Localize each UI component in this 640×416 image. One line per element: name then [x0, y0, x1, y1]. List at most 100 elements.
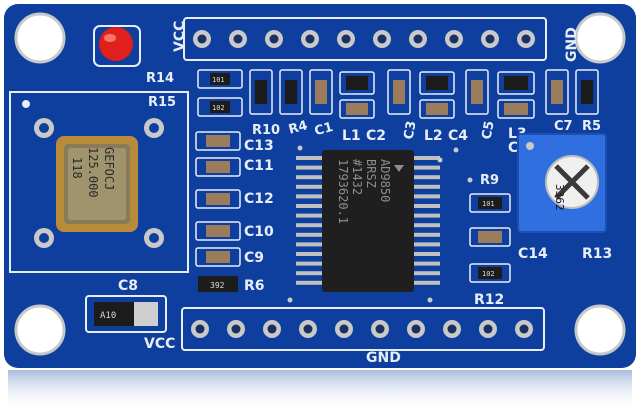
capacitor-c1	[309, 69, 333, 115]
c5-label: C5	[480, 120, 498, 141]
top-header-pin-hole-7	[413, 34, 423, 44]
bottom-header-pin-hole-4	[303, 324, 313, 334]
capacitor-c6	[497, 99, 535, 119]
r5-label: R5	[582, 119, 601, 134]
ic-pin-left-10	[296, 242, 324, 247]
capacitor-c2	[339, 99, 375, 119]
r10-label: R10	[252, 123, 280, 138]
mounting-hole-bottom-right	[574, 304, 626, 356]
ic-pin-left-2	[296, 165, 324, 170]
bottom-header-pins	[191, 320, 533, 338]
ic-pin-left-5	[296, 194, 324, 199]
chip-line-4: 1793620.1	[336, 159, 350, 224]
capacitor-c4	[419, 99, 455, 119]
ic-pin-left-14	[296, 280, 324, 285]
top-header-pin-hole-5	[341, 34, 351, 44]
svg-text:392: 392	[210, 281, 225, 290]
top-header-pin-hole-2	[233, 34, 243, 44]
ic-pin-left-3	[296, 175, 324, 180]
resistor-r14: 101	[197, 69, 243, 89]
pin1-dot	[22, 100, 30, 108]
left-cap-outline-3	[195, 189, 241, 209]
r9-label: R9	[480, 173, 499, 188]
red-led	[93, 25, 141, 67]
ic-pin-right-7	[412, 213, 440, 218]
capacitor-c7	[545, 69, 569, 115]
ic-pin-right-13	[412, 271, 440, 276]
svg-text:102: 102	[482, 270, 495, 278]
oscillator-outline	[9, 91, 189, 273]
oscillator-line-1: GEFOCJ	[102, 147, 116, 190]
resistor-r12: 102	[469, 263, 511, 283]
left-cap-body-1	[206, 135, 230, 147]
ic-pin-right-10	[412, 242, 440, 247]
resistor-r5	[575, 69, 599, 115]
diode-code: A10	[100, 311, 116, 321]
left-cap-outline-5	[195, 247, 241, 267]
left-cap-outline-1	[195, 131, 241, 151]
dds-ic-chip	[322, 150, 414, 292]
gnd-bottom-label: GND	[366, 350, 401, 366]
vcc-top-label: VCC	[172, 21, 188, 52]
c4-label: C4	[448, 128, 468, 144]
ic-pins	[296, 156, 440, 285]
top-header-pin-hole-8	[449, 34, 459, 44]
c12-label: C12	[244, 191, 274, 207]
left-cap-body-2	[206, 161, 230, 173]
resistor-r10	[249, 69, 273, 115]
resistor-r15: 102	[197, 97, 243, 117]
ic-pin-right-9	[412, 232, 440, 237]
ic-pin-left-1	[296, 156, 324, 160]
mounting-hole-top-right	[574, 12, 626, 64]
led-lens	[99, 27, 133, 61]
c1-label: C1	[313, 120, 335, 139]
top-header-pin-hole-6	[377, 34, 387, 44]
c9-label: C9	[244, 250, 264, 266]
ic-pin-right-1	[412, 156, 440, 160]
gnd-top-label: GND	[564, 27, 580, 62]
inductor-l3	[497, 71, 535, 95]
mounting-hole-bottom-left	[14, 304, 66, 356]
bottom-header-outline	[181, 307, 545, 351]
bottom-header-pin-hole-8	[447, 324, 457, 334]
ic-pin-left-12	[296, 261, 324, 266]
ic-pin-right-14	[412, 280, 440, 285]
ic-pin-left-11	[296, 252, 324, 256]
vias	[287, 145, 473, 303]
top-header-pin-hole-3	[269, 34, 279, 44]
gnd-reflection-label: GND	[366, 382, 399, 397]
bottom-header-pin-hole-6	[375, 324, 385, 334]
svg-text:102: 102	[212, 104, 225, 112]
c7-label: C7	[554, 119, 573, 134]
top-header-outline	[183, 17, 547, 61]
mounting-hole-top-left	[14, 12, 66, 64]
c11-label: C11	[244, 158, 274, 174]
ic-pin-right-12	[412, 261, 440, 266]
top-header-pins	[193, 30, 535, 48]
l2-label: L2	[424, 128, 443, 144]
ic-pin-right-8	[412, 223, 440, 228]
left-cap-outline-4	[195, 221, 241, 241]
c14-label: C14	[518, 246, 548, 262]
bottom-header-pin-hole-5	[339, 324, 349, 334]
board-reflection	[8, 370, 632, 412]
ic-pin-left-7	[296, 213, 324, 218]
resistor-r4	[279, 69, 303, 115]
svg-text:101: 101	[212, 76, 225, 84]
oscillator-line-2: 125.000	[86, 147, 100, 198]
chip-line-1: AD9850	[378, 159, 392, 202]
chip-line-2: BRSZ	[364, 159, 378, 188]
bottom-header-pin-hole-1	[195, 324, 205, 334]
vcc-bottom-label: VCC	[144, 336, 175, 352]
ic-pin-left-4	[296, 184, 324, 189]
c2-label: C2	[366, 128, 386, 144]
l1-label: L1	[342, 128, 361, 144]
chip-logo	[394, 165, 404, 172]
svg-text:101: 101	[482, 200, 495, 208]
bottom-header-pin-hole-10	[519, 324, 529, 334]
ic-pin-right-11	[412, 252, 440, 256]
ic-pin-right-2	[412, 165, 440, 170]
chip-line-3: #1432	[350, 159, 364, 195]
r13-label: R13	[582, 246, 612, 262]
c8-label: C8	[118, 278, 138, 294]
